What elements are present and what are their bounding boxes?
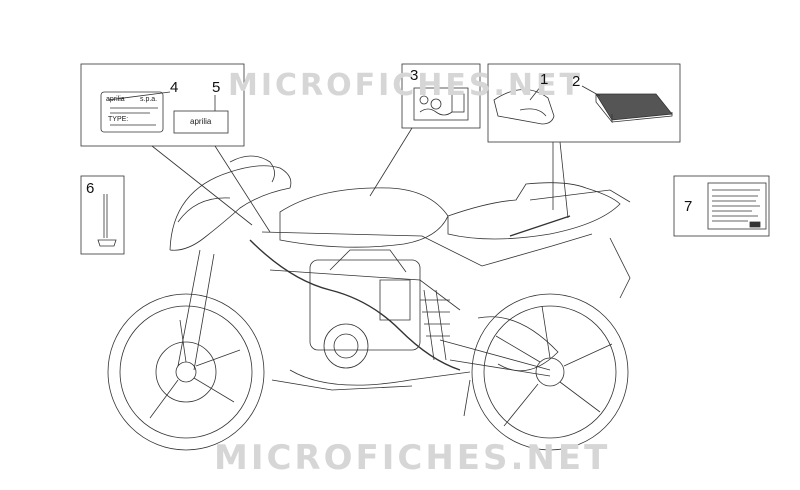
decal-sheet	[413, 87, 469, 121]
callout-2: 2	[572, 73, 581, 90]
plate-brand: aprilia	[106, 96, 125, 103]
leader-lines	[151, 127, 569, 233]
watermark-top: MICROFICHES.NET	[228, 68, 583, 103]
motorcycle	[107, 155, 631, 451]
box-items-4-5	[80, 63, 245, 147]
callout-4: 4	[170, 79, 179, 96]
box-item-6	[80, 175, 125, 255]
callout-1: 1	[540, 71, 549, 88]
callout-6: 6	[86, 180, 95, 197]
plate-type: TYPE:	[108, 116, 129, 123]
watermark-bottom: MICROFICHES.NET	[214, 438, 611, 478]
warning-label	[707, 182, 767, 230]
sticker-brand: aprilia	[190, 117, 212, 126]
plate-suffix: s.p.a.	[140, 96, 158, 103]
rivet	[97, 194, 117, 247]
box-items-1-2	[487, 63, 681, 143]
owners-manual	[581, 85, 673, 124]
box-item-7	[673, 175, 770, 237]
data-plate	[100, 91, 171, 133]
callout-5: 5	[212, 79, 221, 96]
callout-3: 3	[410, 67, 419, 84]
tool-pouch	[493, 85, 555, 125]
box-item-3	[401, 63, 481, 129]
brand-sticker	[173, 95, 229, 134]
callout-7: 7	[684, 198, 693, 215]
